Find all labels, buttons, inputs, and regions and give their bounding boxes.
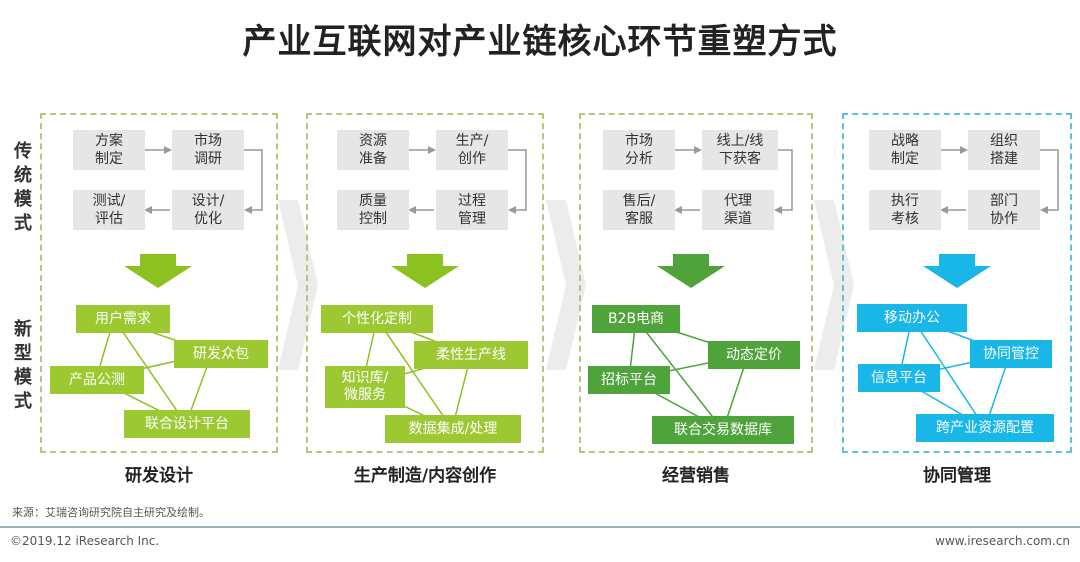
tag-joint-design-platform: 联合设计平台 xyxy=(124,410,250,438)
chevron-arrow-1 xyxy=(278,200,318,370)
step-organization: 组织 搭建 xyxy=(968,130,1040,170)
tag-dynamic-pricing: 动态定价 xyxy=(708,341,800,369)
step-after-sales: 售后/ 客服 xyxy=(603,190,675,230)
panel-sales xyxy=(579,113,813,453)
tag-mobile-office: 移动办公 xyxy=(857,304,967,332)
step-strategy: 战略 制定 xyxy=(869,130,941,170)
step-quality-control: 质量 控制 xyxy=(337,190,409,230)
tag-knowledge-base: 知识库/ 微服务 xyxy=(325,366,405,408)
panel-rd-design xyxy=(40,113,278,453)
step-customer-acquisition: 线上/线 下获客 xyxy=(702,130,778,170)
tag-data-integration: 数据集成/处理 xyxy=(385,415,521,443)
tag-info-platform: 信息平台 xyxy=(858,364,940,392)
caption-rd-design: 研发设计 xyxy=(125,466,193,486)
step-agent-channel: 代理 渠道 xyxy=(702,190,774,230)
caption-collaboration: 协同管理 xyxy=(923,466,991,486)
tag-resource-allocation: 跨产业资源配置 xyxy=(916,414,1054,442)
tag-collab-control: 协同管控 xyxy=(970,340,1052,368)
caption-sales: 经营销售 xyxy=(662,466,730,486)
footer-divider xyxy=(0,526,1080,528)
panel-collaboration xyxy=(842,113,1072,453)
step-market-research: 市场 调研 xyxy=(172,130,244,170)
tag-flexible-line: 柔性生产线 xyxy=(414,341,528,369)
step-market-analysis: 市场 分析 xyxy=(603,130,675,170)
tag-crowdsourcing: 研发众包 xyxy=(174,340,268,368)
tag-b2b-ecommerce: B2B电商 xyxy=(592,305,680,333)
step-test-evaluate: 测试/ 评估 xyxy=(73,190,145,230)
step-resource-prep: 资源 准备 xyxy=(337,130,409,170)
step-process-manage: 过程 管理 xyxy=(436,190,508,230)
page-title: 产业互联网对产业链核心环节重塑方式 xyxy=(242,22,838,62)
down-arrow-2 xyxy=(391,254,459,288)
row-label-traditional: 传 统 模 式 xyxy=(14,141,32,234)
tag-customization: 个性化定制 xyxy=(321,305,433,333)
step-design-optimize: 设计/ 优化 xyxy=(172,190,244,230)
down-arrow-4 xyxy=(923,254,991,288)
step-produce-create: 生产/ 创作 xyxy=(436,130,508,170)
source-note: 来源：艾瑞咨询研究院自主研究及绘制。 xyxy=(12,506,210,519)
row-label-new: 新 型 模 式 xyxy=(14,319,32,412)
down-arrow-1 xyxy=(124,254,192,288)
tag-user-demand: 用户需求 xyxy=(76,305,170,333)
down-arrow-3 xyxy=(657,254,725,288)
tag-bidding-platform: 招标平台 xyxy=(588,366,670,394)
website-link[interactable]: www.iresearch.com.cn xyxy=(935,534,1070,548)
step-execution-review: 执行 考核 xyxy=(869,190,941,230)
chevron-arrow-2 xyxy=(546,200,586,370)
panel-production xyxy=(306,113,544,453)
step-plan: 方案 制定 xyxy=(73,130,145,170)
tag-public-test: 产品公测 xyxy=(50,366,144,394)
caption-production: 生产制造/内容创作 xyxy=(353,466,497,486)
step-department-collab: 部门 协作 xyxy=(968,190,1040,230)
copyright: ©2019.12 iResearch Inc. xyxy=(10,534,160,548)
chevron-arrow-3 xyxy=(814,200,854,370)
tag-joint-trade-database: 联合交易数据库 xyxy=(652,416,794,444)
